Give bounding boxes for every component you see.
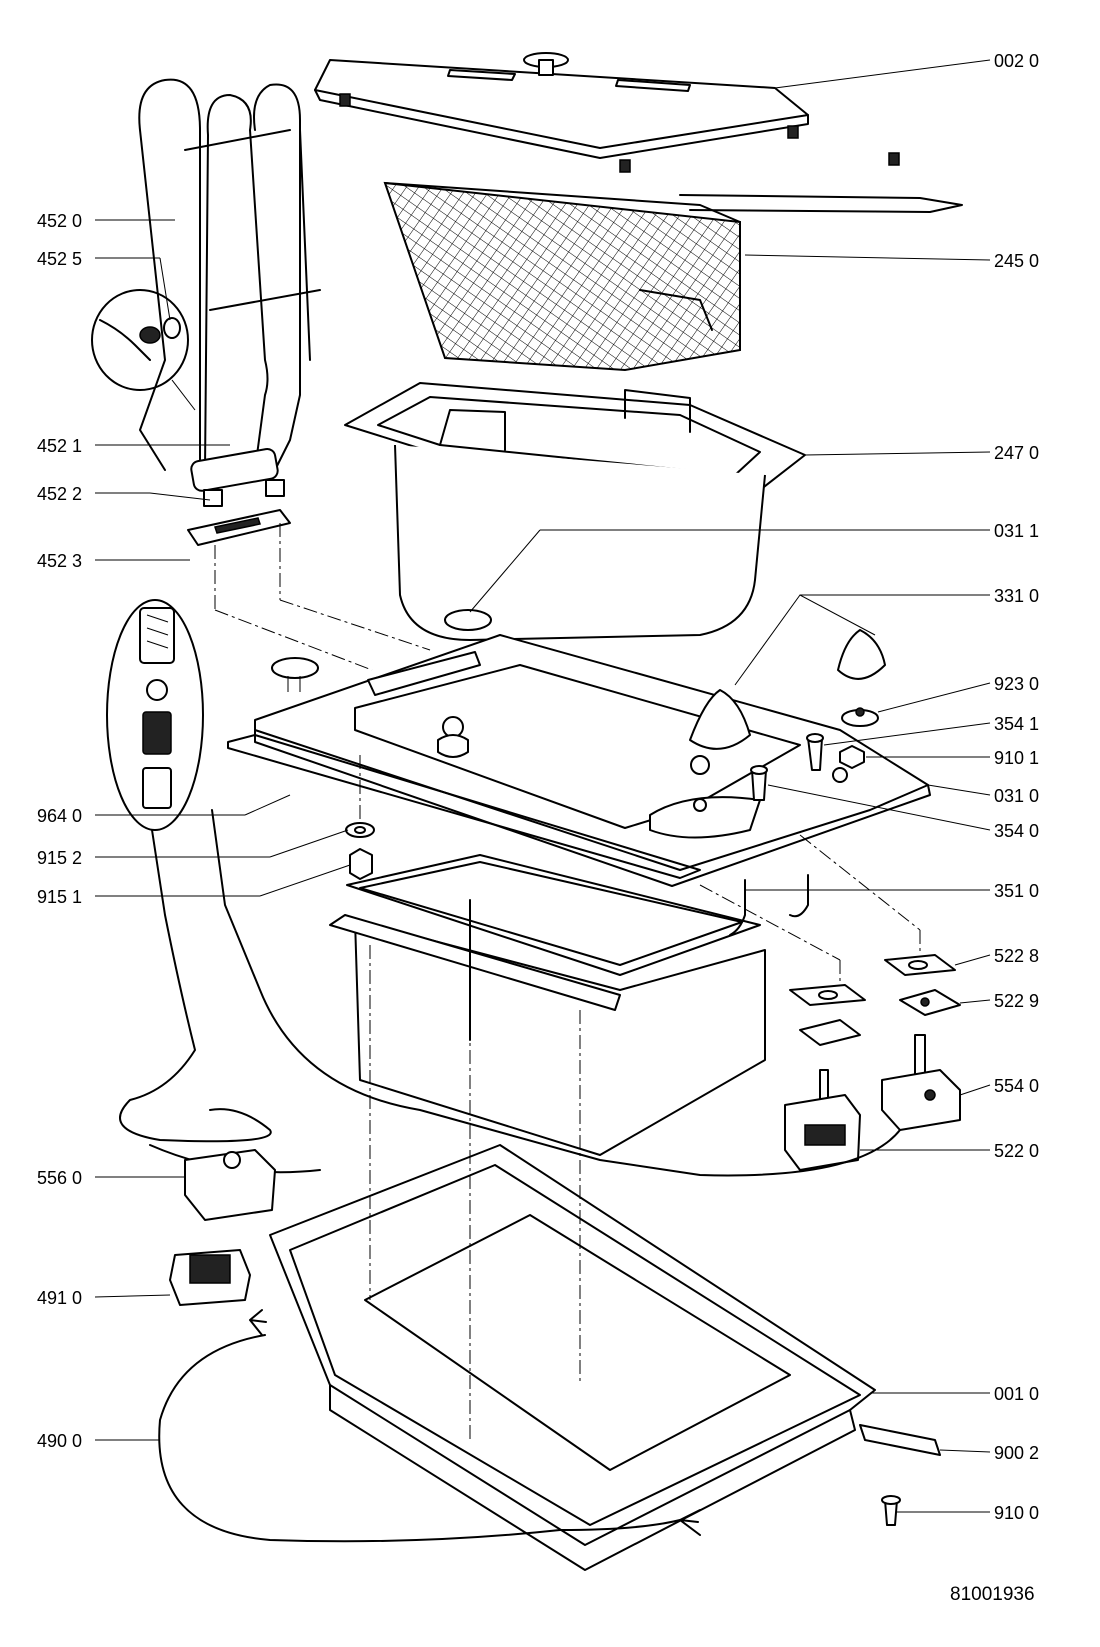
thermostat-556-0 xyxy=(184,1149,276,1221)
seal-964-0 xyxy=(227,734,701,879)
label-thermostat-a: 554 0 xyxy=(994,1076,1039,1096)
callout-labels: 002 0 245 0 247 0 031 1 331 0 923 0 354 … xyxy=(37,51,1039,1605)
label-heater-bolt: 452 5 xyxy=(37,249,82,269)
heater-detail-bubble xyxy=(91,289,196,411)
nut-910-1 xyxy=(839,745,865,769)
label-seal: 964 0 xyxy=(37,806,82,826)
label-thermostat-b: 556 0 xyxy=(37,1168,82,1188)
label-bracket: 522 9 xyxy=(994,991,1039,1011)
label-gasket: 522 8 xyxy=(994,946,1039,966)
leader-lines xyxy=(94,59,991,1513)
label-cap: 031 1 xyxy=(994,521,1039,541)
assembly-lines xyxy=(214,523,921,1440)
label-lamp-a: 354 1 xyxy=(994,714,1039,734)
base-001-0 xyxy=(269,1144,876,1571)
label-washer: 915 2 xyxy=(37,848,82,868)
label-knobs: 331 0 xyxy=(994,586,1039,606)
label-nut-b: 915 1 xyxy=(37,887,82,907)
heating-element xyxy=(138,78,321,507)
bracket-left xyxy=(799,1019,861,1046)
label-knob-washer: 923 0 xyxy=(994,674,1039,694)
heater-plate-452-3 xyxy=(187,509,291,546)
lamp-354-1 xyxy=(806,733,824,771)
label-heater-head: 452 1 xyxy=(37,436,82,456)
label-basket: 245 0 xyxy=(994,251,1039,271)
label-oil-pan: 247 0 xyxy=(994,443,1039,463)
label-wires: 351 0 xyxy=(994,881,1039,901)
label-switch: 522 0 xyxy=(994,1141,1039,1161)
label-screw: 910 0 xyxy=(994,1503,1039,1523)
label-heater: 452 0 xyxy=(37,211,82,231)
gasket-left xyxy=(789,984,866,1006)
nut-915-1 xyxy=(349,848,373,880)
housing xyxy=(329,854,766,1156)
lamp-354-0 xyxy=(750,765,768,801)
label-lid: 002 0 xyxy=(994,51,1039,71)
power-cord-490-0 xyxy=(158,1309,701,1543)
top-frame xyxy=(254,634,931,887)
screw-910-0 xyxy=(881,1495,901,1526)
label-terminal: 491 0 xyxy=(37,1288,82,1308)
label-top-frame: 031 0 xyxy=(994,786,1039,806)
label-base: 001 0 xyxy=(994,1384,1039,1404)
switch-522-0 xyxy=(784,1069,861,1171)
spring-detail-bubble xyxy=(106,599,204,831)
document-code: 81001936 xyxy=(950,1584,1035,1605)
thermostat-554-0 xyxy=(881,1034,961,1131)
knob-331-0 xyxy=(689,594,990,750)
label-nut-a: 910 1 xyxy=(994,748,1039,768)
knob-washer-923-0 xyxy=(841,707,879,727)
fry-basket xyxy=(383,181,963,372)
washer-915-2 xyxy=(345,822,375,838)
bracket-522-9 xyxy=(899,989,961,1016)
clip-900-2 xyxy=(859,1424,941,1456)
gasket-522-8 xyxy=(884,954,956,976)
label-lamp-b: 354 0 xyxy=(994,821,1039,841)
label-clip: 900 2 xyxy=(994,1443,1039,1463)
terminal-491-0 xyxy=(169,1249,251,1306)
oil-pan xyxy=(344,382,806,641)
cap-031-1 xyxy=(271,609,492,692)
wire-351-0 xyxy=(729,874,809,936)
label-heater-lead: 452 2 xyxy=(37,484,82,504)
lid xyxy=(314,52,900,173)
label-cord: 490 0 xyxy=(37,1431,82,1451)
label-heater-plate: 452 3 xyxy=(37,551,82,571)
